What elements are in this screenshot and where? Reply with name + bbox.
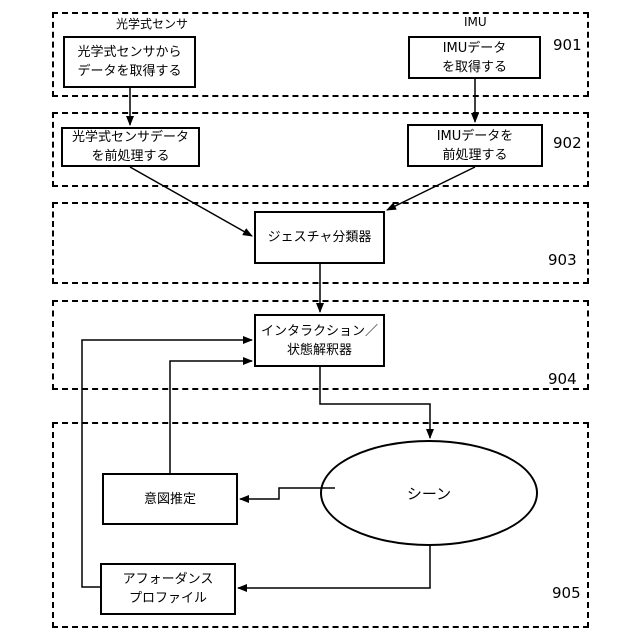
imu-acquire-node: IMUデータ を取得する [408,36,541,79]
stage-number-901: 901 [553,36,582,54]
gesture-classifier-node: ジェスチャ分類器 [254,211,385,264]
interaction-interpreter-node: インタラクション／ 状態解釈器 [254,314,385,367]
intent-estimation-node: 意図推定 [102,473,238,525]
stage-number-903: 903 [548,251,577,269]
stage-number-902: 902 [553,134,582,152]
imu-label: IMU [464,15,487,29]
optical-sensor-label: 光学式センサ [116,15,188,32]
optical-preprocess-node: 光学式センサデータ を前処理する [61,127,200,167]
optical-acquire-node: 光学式センサから データを取得する [63,36,196,88]
imu-preprocess-node: IMUデータを 前処理する [407,124,543,167]
stage-number-904: 904 [548,370,577,388]
affordance-profile-node: アフォーダンス プロファイル [100,563,236,615]
stage-number-905: 905 [552,584,581,602]
scene-ellipse: シーン [320,440,538,546]
